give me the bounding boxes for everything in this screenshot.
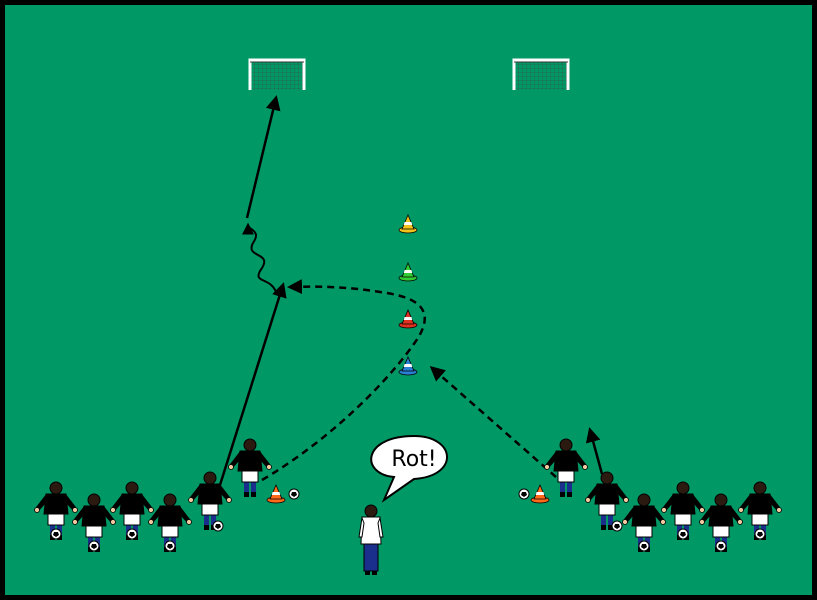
- ball-icon: [126, 528, 138, 540]
- ball-icon: [88, 540, 100, 552]
- pass-dashed-blue: [261, 279, 426, 482]
- goal-right-icon: [512, 58, 570, 90]
- goal-left-icon: [248, 58, 306, 90]
- ball-icon: [288, 488, 300, 500]
- dribble-wave: [242, 222, 278, 296]
- ball-icon: [50, 528, 62, 540]
- ball-icon: [518, 488, 530, 500]
- ball-icon: [212, 520, 224, 532]
- shot-arrow: [245, 95, 281, 219]
- ball-icon: [715, 540, 727, 552]
- run-arrow-yellow: [585, 427, 604, 475]
- coach-icon: [358, 504, 384, 575]
- speech-text: Rot!: [391, 447, 436, 472]
- run-arrow-blue: [218, 282, 287, 486]
- ball-icon: [164, 540, 176, 552]
- ball-icon: [638, 540, 650, 552]
- ball-icon: [754, 528, 766, 540]
- ball-icon: [611, 520, 623, 532]
- ball-icon: [677, 528, 689, 540]
- pass-dashed-yellow: [429, 366, 557, 478]
- speech-bubble: Rot!: [370, 434, 448, 503]
